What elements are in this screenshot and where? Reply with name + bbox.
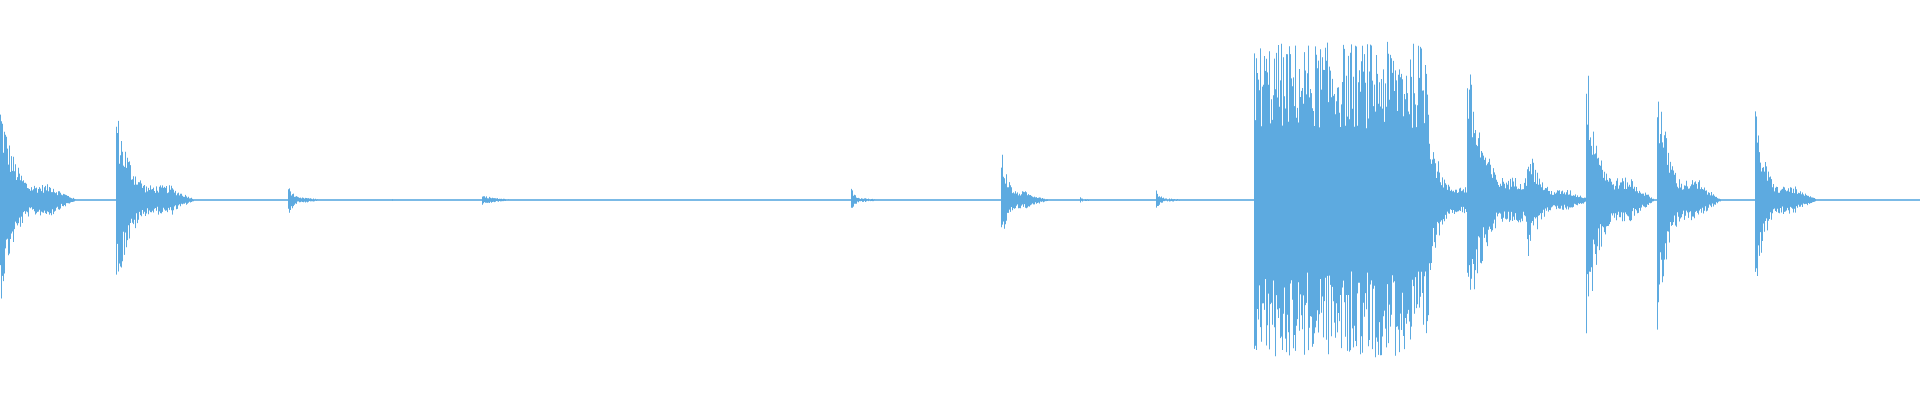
waveform-samples xyxy=(0,41,1920,358)
